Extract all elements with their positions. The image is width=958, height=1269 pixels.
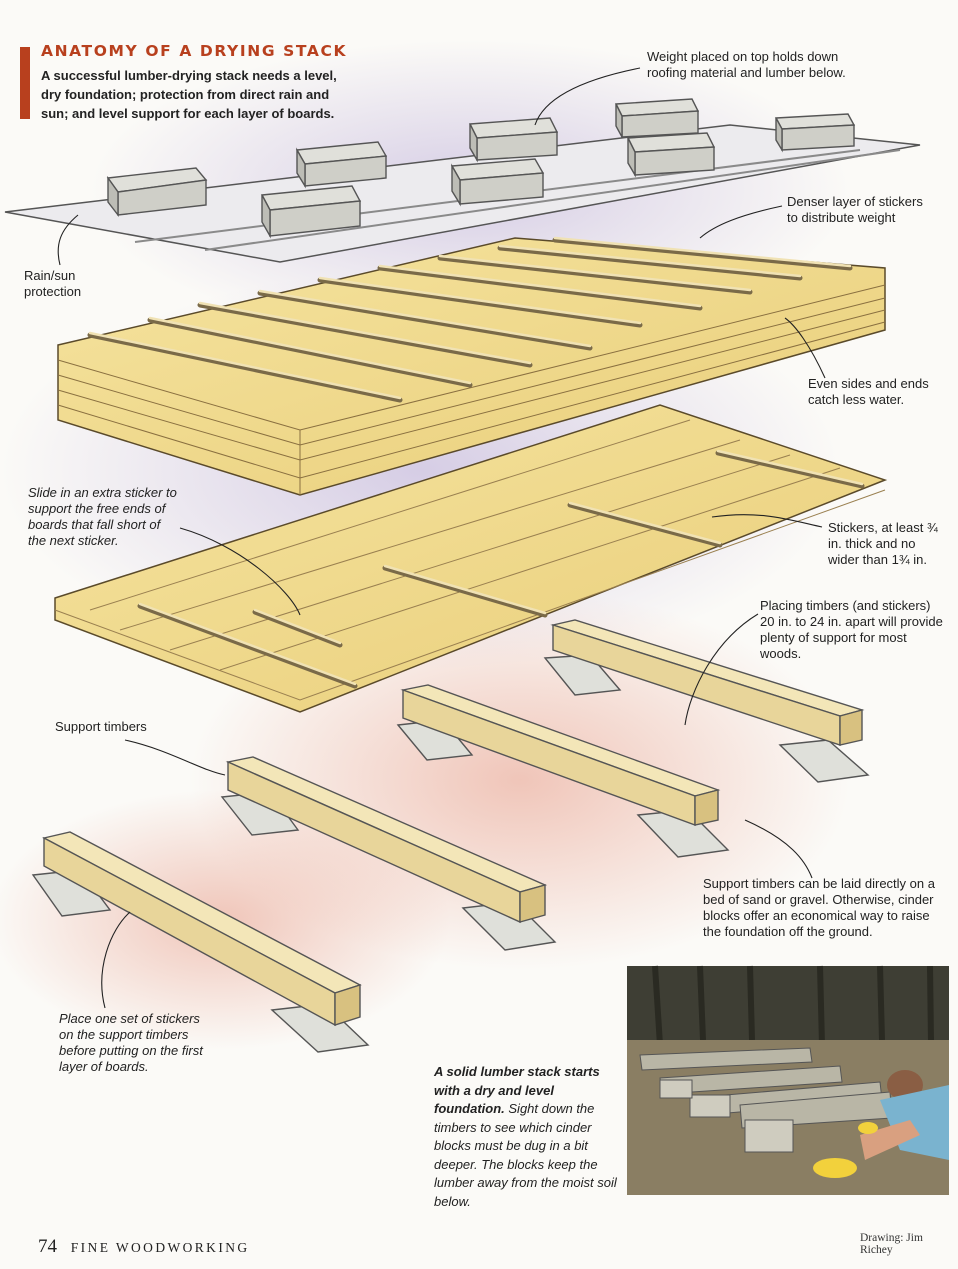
title-accent-bar <box>20 47 30 119</box>
label-support-timbers: Support timbers <box>55 719 147 734</box>
label-even-sides: Even sides and ends catch less water. <box>808 376 929 407</box>
drawing-credit: Drawing: Jim Richey <box>860 1232 923 1256</box>
page-number: 74 <box>38 1236 57 1257</box>
label-placing-timbers: Placing timbers (and stickers) 20 in. to… <box>760 598 943 661</box>
page-footer: 74 FINE WOODWORKING <box>38 1236 250 1258</box>
label-place-one: Place one set of stickers on the support… <box>59 1011 203 1074</box>
lumber-stack <box>57 236 886 496</box>
photo-caption: A solid lumber stack starts with a dry a… <box>434 1063 620 1211</box>
page-title: ANATOMY OF A DRYING STACK <box>41 42 348 60</box>
magazine-name: FINE WOODWORKING <box>70 1240 250 1255</box>
caption-lead: A solid lumber stack starts with a dry a… <box>434 1064 600 1116</box>
label-rain-sun: Rain/sun protection <box>24 268 82 299</box>
label-slide-in: Slide in an extra sticker to support the… <box>28 485 177 548</box>
caption-body: Sight down the timbers to see which cind… <box>434 1101 617 1209</box>
weight-blocks <box>106 98 856 239</box>
foundation-photo <box>627 965 949 1195</box>
label-denser-stickers: Denser layer of stickers to distribute w… <box>787 194 923 225</box>
support-timbers <box>31 619 870 1053</box>
label-stickers: Stickers, at least ¾ in. thick and no wi… <box>828 520 938 567</box>
leader-lines <box>57 67 826 1009</box>
label-support-laid: Support timbers can be laid directly on … <box>703 876 935 939</box>
label-weight: Weight placed on top holds down roofing … <box>647 49 846 80</box>
intro-text: A successful lumber-drying stack needs a… <box>41 68 337 121</box>
first-board-layer <box>54 404 888 713</box>
